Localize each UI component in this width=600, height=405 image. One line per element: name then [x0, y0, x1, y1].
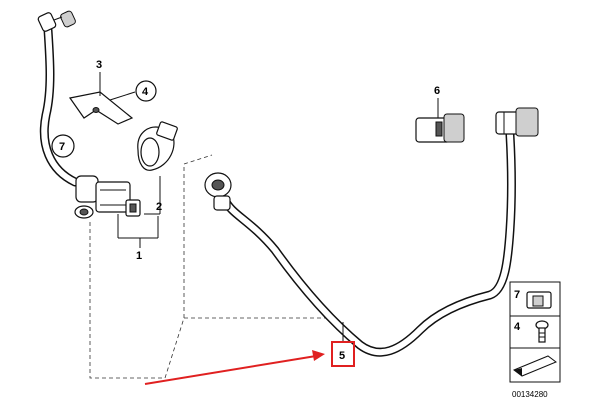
leader-lines [69, 72, 439, 342]
callout-5: 5 [339, 350, 345, 362]
legend-box: 7 4 [509, 281, 561, 383]
main-hose [220, 130, 516, 357]
valve-assembly [74, 175, 141, 219]
legend-label-4: 4 [514, 321, 521, 333]
callout-2: 2 [156, 201, 162, 213]
callout-7: 7 [59, 141, 65, 153]
legend-arrow-icon [512, 355, 558, 377]
legend-label-7: 7 [514, 289, 520, 301]
clip-part [415, 113, 465, 143]
dashed-guide [89, 154, 330, 379]
main-hose-left-connector [204, 172, 232, 211]
part-number: 00134280 [512, 390, 548, 399]
callout-7-circle [51, 134, 75, 158]
bracket [68, 91, 134, 125]
callout-5-highlight [331, 341, 355, 367]
clamp-ring [137, 121, 178, 171]
red-arrow [144, 350, 325, 385]
main-hose-right-connector [495, 107, 539, 137]
callout-4-circle [135, 80, 157, 102]
callout-6: 6 [434, 85, 440, 97]
callout-1: 1 [136, 250, 142, 262]
left-hose [39, 25, 80, 187]
legend-screw-icon [535, 320, 549, 343]
callout-3: 3 [96, 59, 102, 71]
legend-clip-icon [526, 291, 552, 309]
callout-4: 4 [142, 86, 149, 98]
left-top-connector [37, 10, 76, 32]
